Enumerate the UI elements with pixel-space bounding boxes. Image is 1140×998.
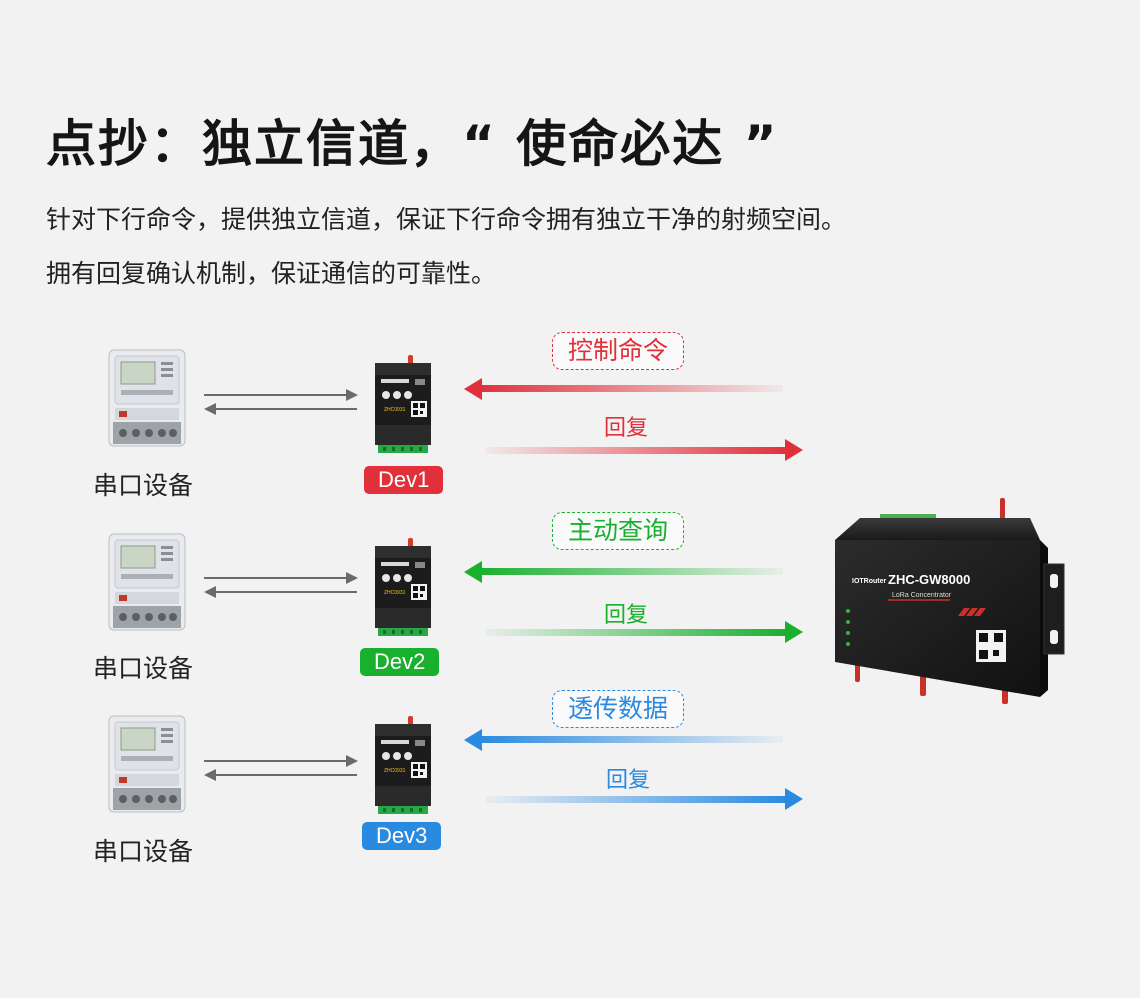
serial-meter-icon <box>108 349 186 447</box>
module-model-text: ZHC0931 <box>384 768 406 774</box>
description-line-2: 拥有回复确认机制，保证通信的可靠性。 <box>46 259 497 288</box>
serial-device-label: 串口设备 <box>93 837 194 866</box>
module-model-text: ZHC0931 <box>384 590 406 596</box>
gateway-model-text: ZHC-GW8000 <box>888 572 970 587</box>
control-command-label: 控制命令 <box>552 332 685 370</box>
lora-module-icon <box>375 538 431 636</box>
reply-label: 回复 <box>604 603 649 628</box>
dev1-badge: Dev1 <box>364 466 444 494</box>
gateway-device-icon: IOTRouter ZHC-GW8000 LoRa Concentrator <box>835 498 1065 704</box>
gateway-brand-text: IOTRouter <box>852 578 886 585</box>
dev2-badge: Dev2 <box>360 648 440 676</box>
serial-device-label: 串口设备 <box>93 471 194 500</box>
serial-meter-icon <box>108 533 186 631</box>
gateway-subtitle-text: LoRa Concentrator <box>892 592 952 599</box>
active-query-label: 主动查询 <box>552 512 685 550</box>
lora-module-icon <box>375 716 431 814</box>
description-line-1: 针对下行命令，提供独立信道，保证下行命令拥有独立干净的射频空间。 <box>46 205 847 234</box>
transparent-data-label: 透传数据 <box>552 690 685 728</box>
module-model-text: ZHC0931 <box>384 407 406 413</box>
page-title: 点抄：独立信道，“ 使命必达 ” <box>46 115 779 173</box>
lora-module-icon <box>375 355 431 453</box>
dev3-badge: Dev3 <box>362 822 442 850</box>
reply-label: 回复 <box>604 416 649 441</box>
reply-label: 回复 <box>606 768 651 793</box>
serial-meter-icon <box>108 715 186 813</box>
serial-device-label: 串口设备 <box>93 654 194 683</box>
